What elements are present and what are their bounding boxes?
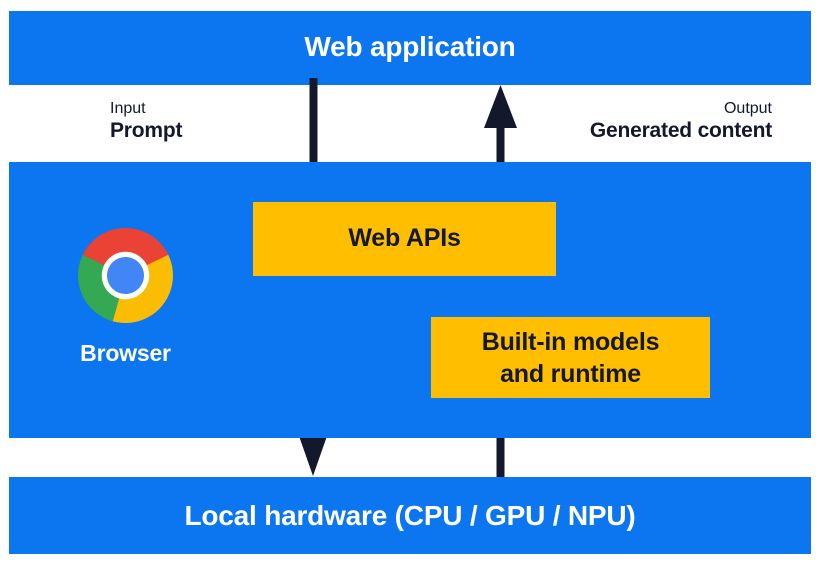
layer-band-local-hardware bbox=[9, 477, 811, 554]
web-apis-box[interactable]: Web APIs bbox=[253, 202, 556, 276]
browser-label: Browser bbox=[80, 340, 171, 366]
output-flow-label: Output Generated content bbox=[590, 100, 772, 144]
output-flow-kind: Output bbox=[723, 100, 772, 117]
output-flow-value: Generated content bbox=[589, 118, 772, 142]
input-flow-value: Prompt bbox=[110, 118, 183, 142]
input-flow-kind: Input bbox=[110, 100, 146, 117]
web-apis-box-label: Web APIs bbox=[348, 224, 461, 253]
layer-band-web-application bbox=[9, 11, 811, 85]
web-application-title: Web application bbox=[304, 31, 516, 62]
chrome-logo-icon bbox=[78, 228, 173, 323]
local-hardware-title: Local hardware (CPU / GPU / NPU) bbox=[184, 500, 636, 531]
input-flow-label: Input Prompt bbox=[110, 100, 183, 144]
built-in-models-box-label: Built-in models and runtime bbox=[481, 327, 660, 388]
built-in-models-box[interactable]: Built-in models and runtime bbox=[431, 317, 710, 398]
